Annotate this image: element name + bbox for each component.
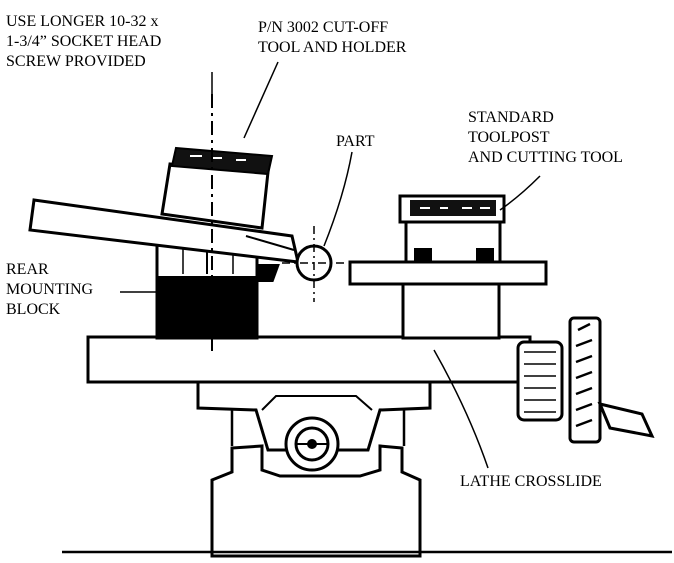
- label-toolpost-line2: TOOLPOST: [468, 129, 550, 146]
- label-rear-line1: REAR: [6, 261, 49, 278]
- label-toolpost-line3: AND CUTTING TOOL: [468, 149, 623, 166]
- label-cutoff: P/N 3002 CUT-OFF TOOL AND HOLDER: [258, 18, 406, 58]
- label-screw-line1: USE LONGER 10-32 x: [6, 13, 159, 30]
- leader-part: [323, 151, 353, 247]
- label-part: PART: [336, 133, 375, 150]
- label-screw-line3: SCREW PROVIDED: [6, 53, 146, 70]
- label-crosslide: LATHE CROSSLIDE: [460, 473, 602, 490]
- label-toolpost: STANDARD TOOLPOST AND CUTTING TOOL: [468, 108, 623, 168]
- lathe-base: [210, 444, 422, 558]
- leader-cutoff: [243, 61, 279, 139]
- toolpost-plate: [348, 260, 548, 286]
- leader-toolpost: [499, 175, 541, 211]
- label-screw-line2: 1-3/4” SOCKET HEAD: [6, 33, 162, 50]
- label-rear-line2: MOUNTING: [6, 281, 94, 298]
- label-toolpost-line1: STANDARD: [468, 109, 554, 126]
- slide-support: [196, 380, 432, 452]
- label-rear-block: REAR MOUNTING BLOCK: [6, 260, 93, 320]
- toolpost-pillar: [401, 282, 501, 340]
- handwheel-hub: [516, 340, 564, 422]
- leader-crosslide: [433, 349, 489, 469]
- label-cutoff-line2: TOOL AND HOLDER: [258, 39, 407, 56]
- crosslide-bar: [86, 335, 532, 384]
- label-cutoff-line1: P/N 3002 CUT-OFF: [258, 19, 389, 36]
- cutoff-holder-top: [170, 146, 274, 176]
- crank-handle: [597, 401, 655, 439]
- label-screw: USE LONGER 10-32 x 1-3/4” SOCKET HEAD SC…: [6, 12, 161, 72]
- label-rear-line3: BLOCK: [6, 301, 61, 318]
- handwheel: [568, 316, 602, 444]
